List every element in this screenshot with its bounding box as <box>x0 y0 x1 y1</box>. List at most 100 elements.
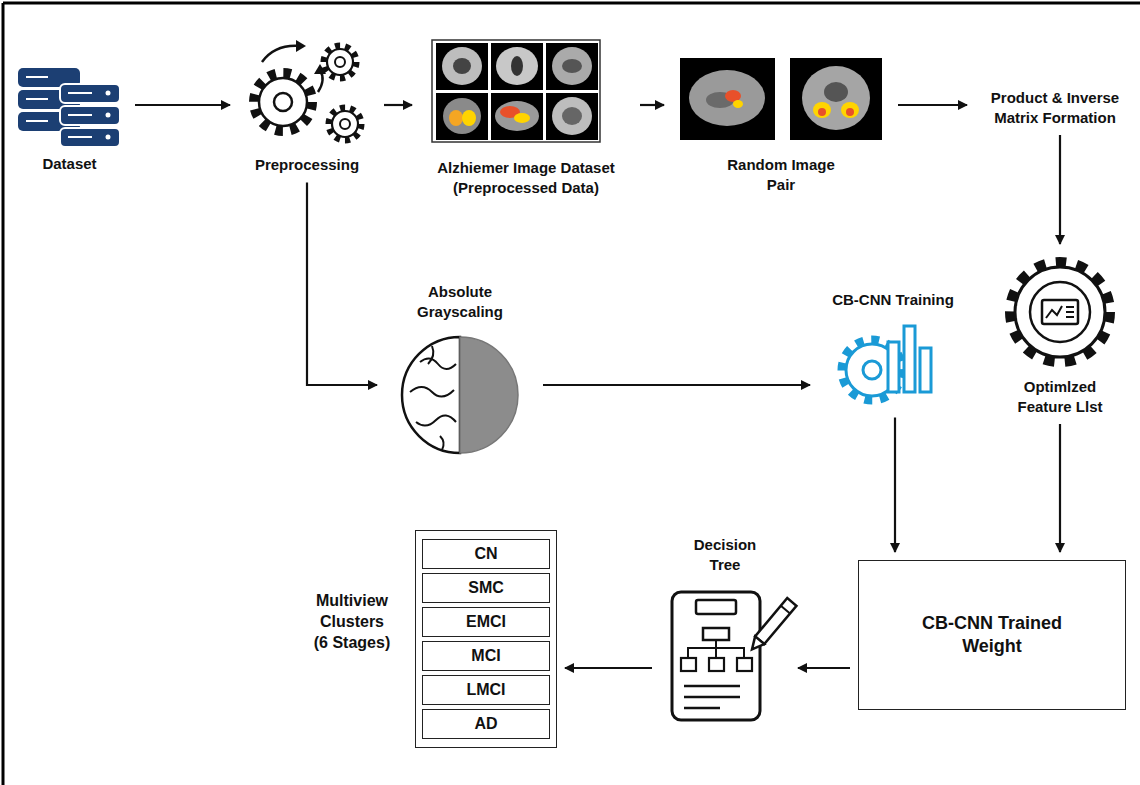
optimization-gear-icon <box>1015 267 1105 357</box>
brain-scan-grid <box>436 93 488 140</box>
grayscaling-node: Absolute Grayscaling <box>385 282 535 446</box>
brain-pair-images <box>824 82 848 102</box>
brain-scan-grid <box>491 43 543 90</box>
brain-pair-images <box>841 102 859 118</box>
stage-box: SMC <box>422 573 550 603</box>
brain-scan-grid <box>436 43 488 90</box>
image-dataset-node: Alzhiemer Image Dataset (Preprocessed Da… <box>420 38 632 197</box>
database-icon <box>18 68 120 147</box>
stage-box: LMCI <box>422 675 550 705</box>
gears-icon <box>329 108 361 140</box>
brain-scan-grid <box>546 93 598 140</box>
brain-scan-grid <box>449 110 463 126</box>
brain-scan-grid <box>442 47 482 85</box>
stack-heading: Multiview Clusters (6 Stages) <box>311 591 393 653</box>
training-icon <box>888 342 899 392</box>
database-icon <box>68 136 92 138</box>
image-pair-node: Random Image Pair <box>672 55 890 194</box>
brain-scan-grid <box>552 47 592 85</box>
frame-border <box>3 2 1140 5</box>
flow-arrow <box>898 104 967 106</box>
brain-pair-images <box>689 70 765 126</box>
node-label: CN <box>474 544 497 565</box>
dataset-node: Dataset <box>12 62 127 174</box>
decision-tree-icon <box>747 598 796 653</box>
decision-tree-icon <box>709 658 724 671</box>
brain-pair-images <box>790 58 882 140</box>
database-icon <box>68 92 92 94</box>
gears-icon <box>296 40 306 52</box>
training-icon <box>920 348 931 392</box>
decision-tree-icon <box>715 648 717 658</box>
brain-scan-grid <box>496 47 538 85</box>
node-label: Optimlzed Feature Llst <box>1005 377 1115 416</box>
flow-arrow <box>384 104 412 106</box>
brain-scan-grid <box>453 58 471 74</box>
stage-stack: Multiview Clusters (6 Stages)CNSMCEMCIMC… <box>415 530 557 748</box>
node-label: Decision Tree <box>685 535 765 574</box>
gears-icon <box>335 57 345 67</box>
brain-scan-grid <box>514 113 530 123</box>
training-icon <box>904 326 915 392</box>
feature-list-node: Optimlzed Feature Llst <box>990 252 1130 416</box>
gears-icon <box>332 111 358 137</box>
node-label: CB-CNN Training <box>818 290 968 310</box>
decision-tree-icon <box>703 628 729 640</box>
decision-tree-node: Decision Tree <box>660 535 790 714</box>
decision-tree-icon <box>684 685 740 688</box>
decision-tree-icon <box>684 696 740 699</box>
training-icon <box>842 340 902 400</box>
preprocessing-node: Preprocessing <box>238 35 376 175</box>
node-label: Dataset <box>15 154 125 174</box>
flow-arrow <box>543 384 810 386</box>
frame-border <box>3 3 1140 785</box>
node-label: Preprocessing <box>240 155 374 175</box>
brain-scan-grid <box>491 93 543 140</box>
gears-icon <box>259 78 307 126</box>
decision-tree-icon <box>688 640 716 658</box>
node-label: Product & Inverse Matrix Formation <box>975 88 1135 127</box>
training-icon <box>863 361 881 379</box>
training-node: CB-CNN Training <box>818 290 968 410</box>
brain-pair-images <box>802 66 870 130</box>
node-label: Random Image Pair <box>716 155 846 194</box>
brain-scan-grid <box>546 43 598 90</box>
gears-icon <box>262 46 300 62</box>
matrix-formation-node: Product & Inverse Matrix Formation <box>975 88 1135 127</box>
gears-icon <box>340 119 350 129</box>
decision-tree-icon <box>755 598 796 644</box>
node-label: Absolute Grayscaling <box>405 282 515 321</box>
brain-icon <box>428 346 433 364</box>
optimization-gear-icon <box>1066 306 1074 308</box>
flow-arrow <box>894 418 896 553</box>
optimization-gear-icon <box>1010 262 1110 362</box>
database-icon <box>26 76 48 78</box>
brain-pair-images <box>680 58 775 140</box>
optimization-gear-icon <box>1066 316 1074 318</box>
node-label: MCI <box>471 646 500 667</box>
brain-pair-images <box>813 102 831 118</box>
database-icon <box>106 135 111 140</box>
training-icon <box>842 326 931 400</box>
flow-arrow <box>640 104 664 106</box>
decision-tree-icon <box>781 606 790 614</box>
brain-scan-grid <box>511 56 523 76</box>
stage-box: EMCI <box>422 607 550 637</box>
decision-tree-icon <box>696 600 736 614</box>
database-icon <box>60 106 120 125</box>
flow-arrow <box>135 104 230 106</box>
flow-arrow <box>798 667 850 669</box>
flow-arrow <box>1059 424 1061 552</box>
brain-pair-images <box>818 108 826 116</box>
database-icon <box>26 98 48 100</box>
optimization-gear-icon <box>1066 311 1074 313</box>
decision-tree-icon <box>737 658 752 671</box>
node-label: EMCI <box>466 612 506 633</box>
node-label: CB-CNN Trained Weight <box>905 612 1080 659</box>
brain-scan-grid <box>432 40 600 142</box>
brain-scan-grid <box>432 40 600 142</box>
brain-scan-grid <box>462 110 476 126</box>
gears-icon <box>274 93 292 111</box>
optimization-gear-icon <box>1046 306 1062 318</box>
